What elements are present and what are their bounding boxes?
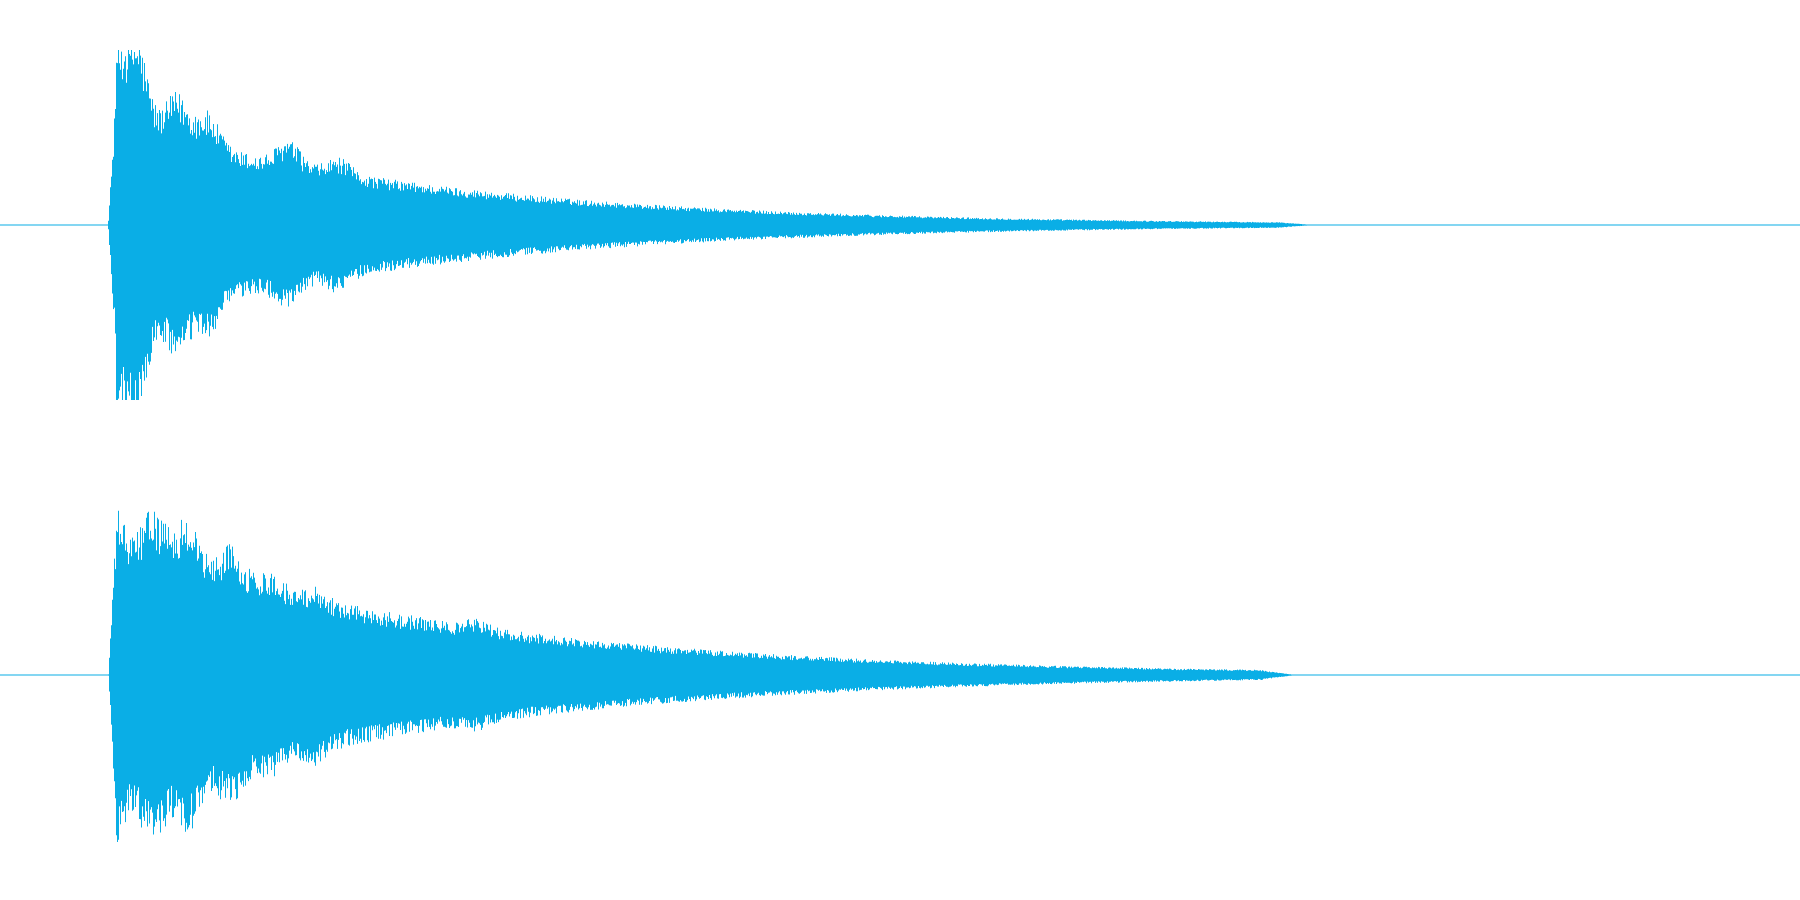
- waveform-channel-1: [0, 50, 1800, 400]
- waveform-path-channel-1: [108, 50, 1314, 400]
- waveform-channel-2: [0, 510, 1800, 842]
- waveform-path-channel-2: [108, 510, 1296, 842]
